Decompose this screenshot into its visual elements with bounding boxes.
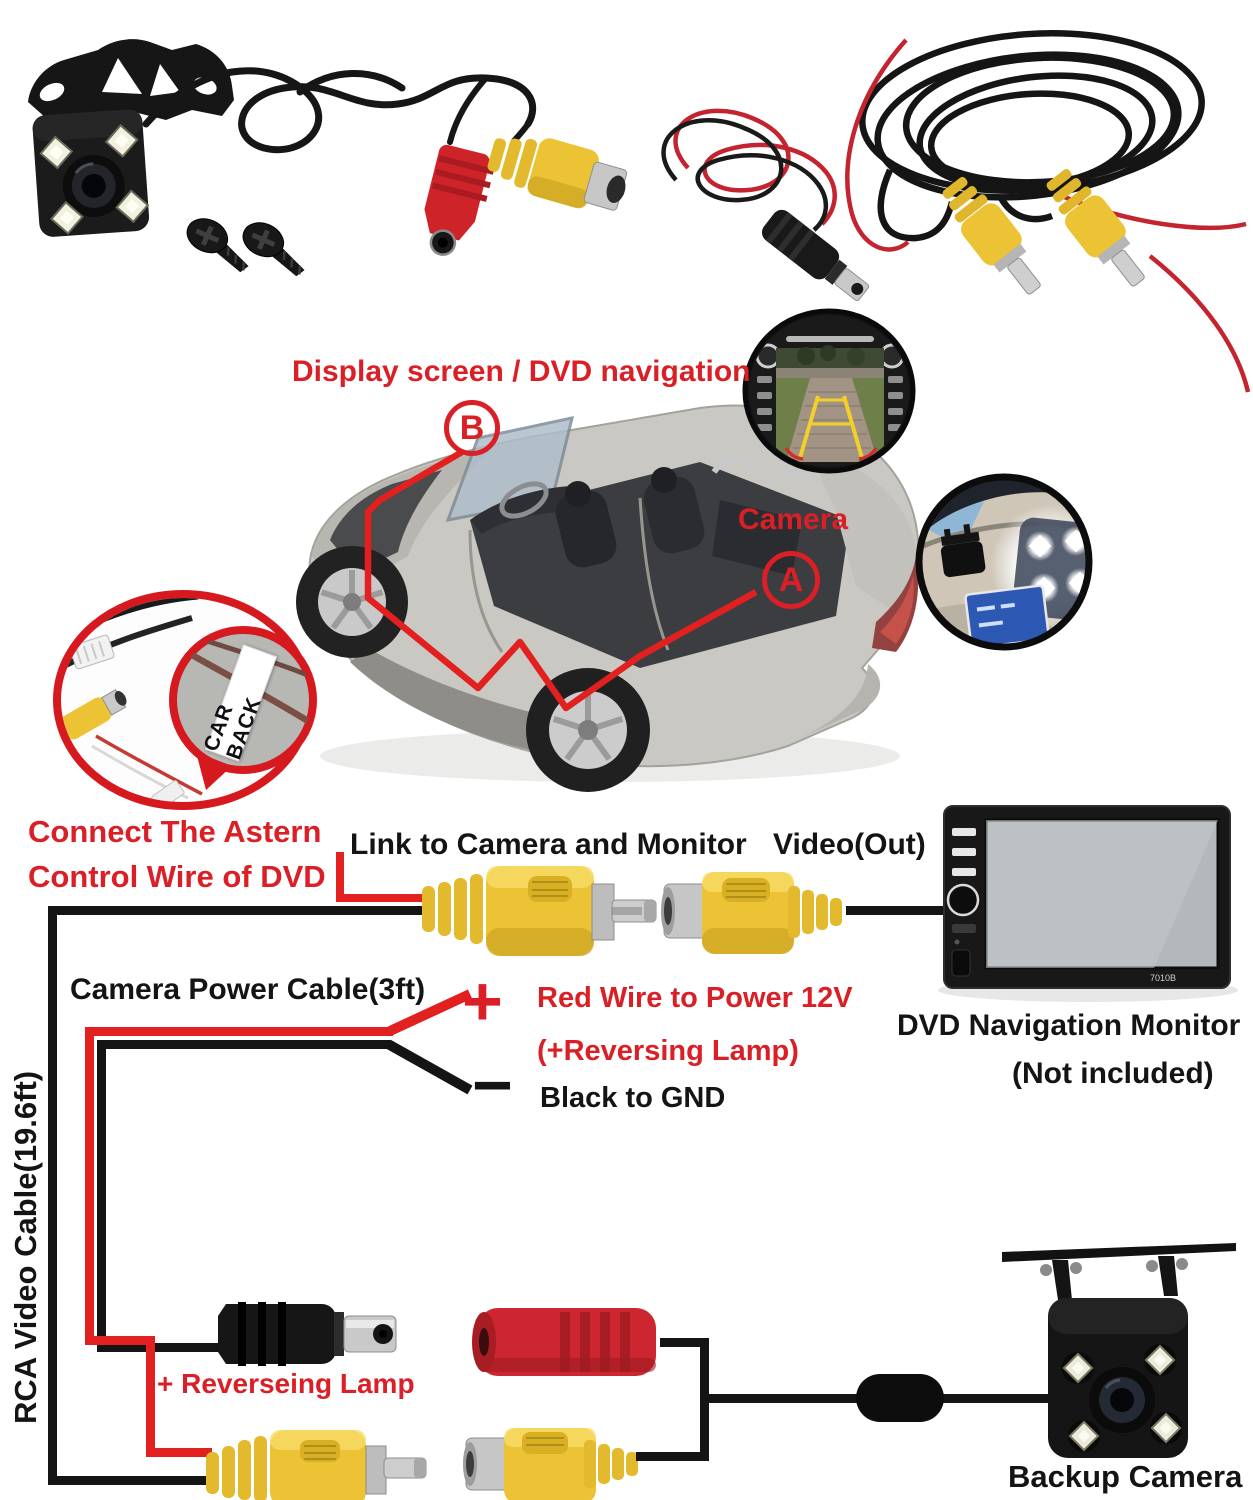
camera-led: [39, 135, 74, 170]
dvd-monitor-label-line1: DVD Navigation Monitor: [897, 1009, 1241, 1042]
rca-video-cable-coil-photo: [845, 30, 1251, 393]
marker-b-circle: B: [444, 400, 500, 456]
monitor-model-text: 7010B: [1150, 973, 1176, 983]
dvd-monitor-label-line2: (Not included): [1012, 1057, 1214, 1090]
reversing-lamp-label: + Reverseing Lamp: [157, 1368, 415, 1399]
astern-note-line2: Control Wire of DVD: [28, 859, 326, 894]
video-out-label: Video(Out): [773, 828, 926, 861]
rca-male-connector-link: [422, 866, 657, 956]
astern-note-line1: Connect The Astern: [28, 814, 322, 849]
rear-wheel: [526, 668, 650, 792]
dc-female-jack-red: [472, 1308, 656, 1376]
car-back-wire-inset: [53, 590, 317, 810]
rca-female-connector-link: [661, 872, 842, 954]
camera-installed-inset: [915, 473, 1093, 651]
red-wire-label-line1: Red Wire to Power 12V: [537, 982, 853, 1014]
mounting-screw: [186, 218, 249, 273]
gnd-label: Black to GND: [540, 1082, 726, 1114]
camera-route-line: [364, 449, 758, 712]
included-camera-kit-photo: [28, 39, 628, 277]
ferrite-filter: [856, 1374, 944, 1422]
monitor-screen-inset: [742, 308, 916, 474]
rca-male-connector-lamp: [206, 1430, 427, 1500]
camera-led: [49, 200, 84, 235]
rca-video-cable-label: RCA Video Cable(19.6ft): [8, 1070, 43, 1424]
camera-body: [32, 109, 150, 237]
mounting-screw: [242, 222, 305, 277]
rca-female-pigtail-yellow: [487, 138, 628, 211]
plus-sign: +: [462, 962, 503, 1040]
link-label: Link to Camera and Monitor: [350, 828, 747, 861]
power-pigtail-photo: [661, 108, 870, 302]
backup-camera-photo: [1002, 1243, 1236, 1458]
rca-male-plug: [1046, 168, 1145, 287]
car-cutaway-illustration: [296, 404, 920, 792]
camera-led: [115, 189, 150, 224]
dc-male-plug-bottom: [218, 1302, 397, 1366]
camera-label: Camera: [738, 503, 849, 536]
front-wheel: [296, 546, 408, 658]
dvd-monitor-photo: 7010B: [928, 805, 1238, 1002]
camera-led: [104, 123, 139, 158]
dc-female-pigtail-red: [424, 144, 495, 256]
camera-led: [1062, 1344, 1182, 1452]
dc-male-pigtail-plug: [761, 209, 870, 302]
rca-male-plug: [942, 176, 1041, 295]
camera-power-cable-label: Camera Power Cable(3ft): [70, 973, 426, 1006]
wiring-lines: [48, 852, 1054, 1485]
minus-sign: −: [472, 1046, 513, 1124]
red-wire-label-line2: (+Reversing Lamp): [537, 1035, 799, 1067]
marker-a-circle: A: [762, 551, 820, 609]
rca-female-connector-lamp: [463, 1428, 706, 1500]
camera-cable: [142, 67, 537, 154]
display-screen-label: Display screen / DVD navigation: [292, 355, 751, 388]
backup-camera-label: Backup Camera: [1008, 1459, 1243, 1494]
